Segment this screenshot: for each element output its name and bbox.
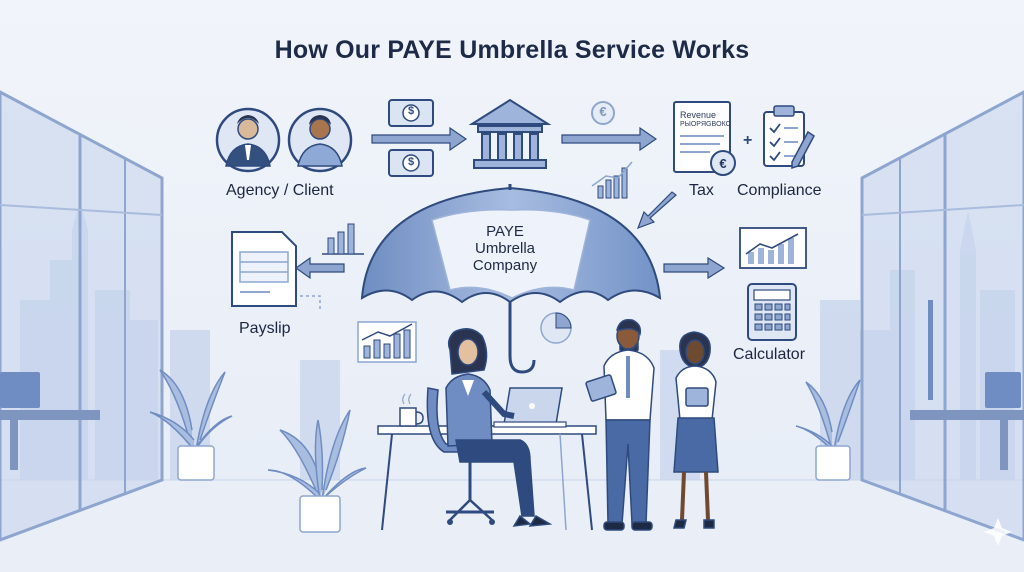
payslip-label: Payslip bbox=[239, 320, 291, 337]
flow-arrows bbox=[294, 126, 726, 280]
dollar-symbol: $ bbox=[407, 105, 415, 117]
left-glass-wall bbox=[0, 90, 164, 542]
man-with-tablet bbox=[585, 318, 655, 531]
right-glass-wall bbox=[860, 90, 1024, 542]
euro-coin-icon bbox=[591, 101, 615, 125]
bar-chart-icon bbox=[322, 223, 364, 255]
calculator-label: Calculator bbox=[733, 346, 806, 363]
money-bill-icon bbox=[388, 99, 434, 177]
umbrella-label-line2: Umbrella bbox=[474, 240, 535, 257]
bank-icon bbox=[468, 98, 552, 169]
woman-at-laptop bbox=[445, 328, 553, 527]
tax-euro-symbol: € bbox=[719, 156, 727, 171]
tax-document-heading: Revenue bbox=[680, 110, 717, 120]
agency-client-label: Agency / Client bbox=[226, 182, 334, 199]
tax-label: Tax bbox=[689, 182, 714, 199]
plant-icon bbox=[267, 409, 367, 533]
agency-avatar-icon bbox=[215, 107, 281, 173]
coffee-mug-icon bbox=[399, 393, 424, 427]
umbrella-label-line3: Company bbox=[472, 257, 538, 274]
umbrella-icon bbox=[360, 184, 662, 374]
euro-symbol: € bbox=[599, 104, 607, 119]
pie-chart-icon bbox=[540, 312, 572, 344]
calculator-icon bbox=[747, 283, 797, 341]
line-chart-icon bbox=[739, 227, 807, 269]
woman-with-tablet bbox=[673, 331, 719, 529]
payslip-icon bbox=[231, 231, 321, 312]
tax-document-subheading: PЫOPЯGBOКC bbox=[680, 121, 731, 128]
client-avatar-icon bbox=[287, 107, 353, 173]
plant-icon bbox=[795, 379, 861, 481]
growth-chart-icon bbox=[357, 321, 417, 363]
page-title: How Our PAYE Umbrella Service Works bbox=[274, 36, 750, 64]
tax-document-icon bbox=[673, 101, 736, 176]
umbrella-label-line1: PAYE bbox=[486, 223, 524, 240]
plus-icon: + bbox=[743, 132, 753, 149]
sparkle-icon bbox=[984, 518, 1012, 546]
small-bar-chart-icon bbox=[591, 161, 633, 199]
plant-icon bbox=[149, 369, 233, 481]
compliance-clipboard-icon bbox=[763, 105, 815, 170]
compliance-label: Compliance bbox=[737, 182, 822, 199]
dollar-symbol-lower: $ bbox=[407, 156, 415, 168]
